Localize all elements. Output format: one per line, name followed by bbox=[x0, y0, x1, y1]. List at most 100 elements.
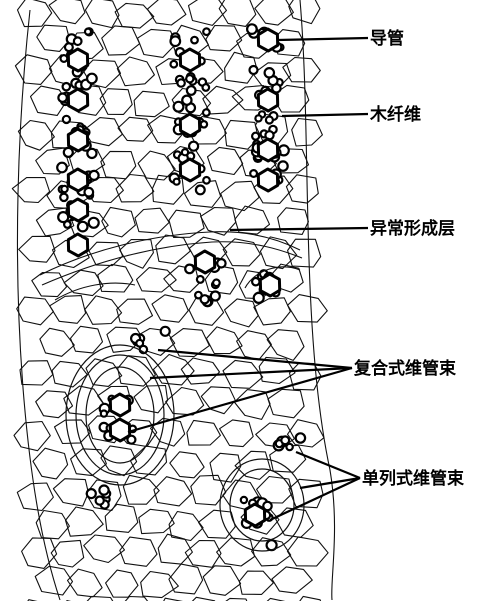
parenchyma-cell bbox=[102, 26, 140, 55]
wood-fiber-cell bbox=[177, 79, 184, 86]
parenchyma-cell bbox=[66, 507, 104, 536]
parenchyma-cell bbox=[117, 57, 154, 86]
label-anomalous-cambium: 异常形成层 bbox=[370, 218, 455, 239]
wood-fiber-cell bbox=[203, 84, 210, 91]
vessel-element bbox=[68, 49, 87, 71]
wood-fiber-cell bbox=[247, 24, 257, 34]
wood-fiber-cell bbox=[64, 148, 73, 157]
parenchyma-cell bbox=[152, 295, 188, 322]
wood-fiber-cell bbox=[281, 436, 289, 444]
wood-fiber-cell bbox=[74, 37, 82, 45]
parenchyma-cell bbox=[71, 326, 103, 353]
parenchyma-cell bbox=[187, 420, 221, 445]
parenchyma-cell bbox=[120, 537, 157, 566]
parenchyma-cell bbox=[18, 121, 54, 151]
vessel-element bbox=[68, 169, 87, 191]
parenchyma-cell bbox=[84, 535, 125, 563]
parenchyma-cell bbox=[154, 477, 192, 506]
parenchyma-cell bbox=[288, 239, 321, 267]
vessel-element bbox=[180, 49, 199, 71]
parenchyma-cell bbox=[98, 264, 133, 292]
vessel-element bbox=[68, 234, 87, 256]
wood-fiber-cell bbox=[60, 194, 67, 201]
wood-fiber-cell bbox=[213, 280, 220, 287]
wood-fiber-cell bbox=[64, 221, 71, 228]
wood-fiber-cell bbox=[211, 292, 220, 301]
parenchyma-cell bbox=[219, 0, 256, 26]
vessel-element bbox=[258, 89, 277, 111]
parenchyma-cell bbox=[208, 147, 243, 174]
parenchyma-cell bbox=[272, 567, 312, 593]
wood-fiber-cell bbox=[185, 265, 194, 274]
label-wood-fiber: 木纤维 bbox=[369, 104, 421, 125]
vessel-element bbox=[245, 504, 264, 526]
leader-single-bundle-1 bbox=[296, 452, 360, 478]
parenchyma-cell bbox=[255, 0, 294, 25]
parenchyma-cell bbox=[203, 566, 240, 596]
wood-fiber-cell bbox=[85, 188, 94, 197]
wood-fiber-cell bbox=[252, 133, 259, 140]
parenchyma-cell bbox=[293, 596, 325, 601]
parenchyma-cell bbox=[151, 418, 185, 446]
wood-fiber-cell bbox=[182, 96, 191, 105]
wood-fiber-cell bbox=[187, 86, 196, 95]
parenchyma-cell bbox=[288, 295, 328, 323]
wood-fiber-cell bbox=[171, 61, 178, 68]
parenchyma-cell bbox=[139, 509, 174, 533]
leader-anomalous-cambium bbox=[230, 228, 368, 230]
parenchyma-cell bbox=[292, 119, 323, 147]
wood-fiber-cell bbox=[89, 218, 99, 228]
wood-fiber-cell bbox=[182, 149, 188, 155]
wood-fiber-cell bbox=[265, 68, 274, 77]
wood-fiber-cell bbox=[65, 43, 73, 51]
parenchyma-cell bbox=[105, 504, 138, 532]
parenchyma-cell bbox=[268, 389, 304, 418]
parenchyma-cell bbox=[135, 208, 169, 233]
wood-fiber-cell bbox=[96, 497, 104, 505]
leader-compound-bundle-1 bbox=[158, 350, 352, 368]
wood-fiber-cell bbox=[255, 115, 261, 121]
wood-fiber-cell bbox=[90, 171, 99, 180]
parenchyma-cell bbox=[189, 0, 227, 25]
parenchyma-cell bbox=[287, 537, 328, 566]
parenchyma-cell bbox=[288, 420, 325, 447]
vessel-element bbox=[110, 394, 129, 416]
parenchyma-cell bbox=[85, 296, 122, 324]
wood-fiber-cell bbox=[61, 186, 67, 192]
parenchyma-cell bbox=[19, 236, 55, 262]
wood-fiber-cell bbox=[196, 186, 205, 195]
parenchyma-cell bbox=[115, 3, 154, 28]
label-compound-vascular-bundle: 复合式维管束 bbox=[353, 358, 456, 379]
wood-fiber-cell bbox=[278, 161, 287, 170]
wood-fiber-cell bbox=[186, 75, 193, 82]
wood-fiber-cell bbox=[61, 55, 68, 62]
leader-wood-fiber bbox=[282, 114, 368, 116]
wood-fiber-cell bbox=[203, 109, 210, 116]
vessel-element bbox=[195, 251, 214, 273]
parenchyma-cell bbox=[137, 268, 177, 292]
parenchyma-cell bbox=[49, 0, 85, 24]
parenchyma-cell bbox=[158, 534, 192, 564]
parenchyma-cell bbox=[118, 117, 153, 141]
parenchyma-cell bbox=[148, 0, 186, 25]
vessel-element bbox=[68, 129, 87, 151]
parenchyma-cell bbox=[170, 452, 204, 478]
wood-fiber-cell bbox=[197, 276, 204, 283]
wood-fiber-cell bbox=[57, 163, 67, 173]
parenchyma-cell bbox=[106, 570, 138, 597]
leader-single-bundle-3 bbox=[270, 478, 360, 520]
parenchyma-cell bbox=[141, 572, 179, 598]
wood-fiber-cell bbox=[201, 121, 207, 127]
parenchyma-cell bbox=[225, 299, 259, 327]
vessel-element bbox=[110, 419, 129, 441]
wood-fiber-cell bbox=[250, 170, 257, 177]
wood-fiber-cell bbox=[252, 278, 259, 285]
parenchyma-cell bbox=[17, 297, 54, 325]
parenchyma-cell bbox=[239, 571, 273, 594]
wood-fiber-cell bbox=[266, 117, 273, 124]
wood-fiber-cell bbox=[63, 83, 70, 90]
labels: 导管 木纤维 异常形成层 复合式维管束 单列式维管束 bbox=[353, 28, 464, 489]
parenchyma-cell bbox=[20, 361, 53, 385]
wood-fiber-cell bbox=[174, 102, 184, 112]
wood-fiber-cell bbox=[189, 142, 198, 151]
